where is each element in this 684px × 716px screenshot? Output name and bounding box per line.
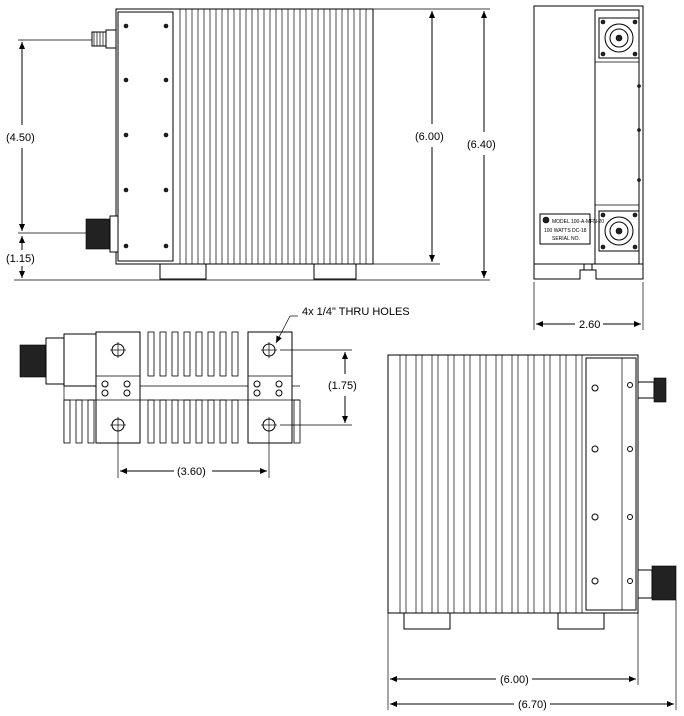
side-feet — [533, 263, 644, 280]
dim-top-body-length: (6.00) — [500, 674, 529, 686]
top-end-plate — [585, 357, 637, 611]
bottom-fins-upper — [147, 331, 239, 377]
top-foot-right — [557, 612, 605, 630]
label-plate: MODEL 100-A-MFN-20 100 WATTS DC-18 SERIA… — [539, 213, 604, 245]
label-plate-line2: 100 WATTS DC-18 — [544, 228, 587, 234]
top-screws — [591, 382, 633, 585]
front-connector-top — [91, 29, 117, 49]
dim-side-width: 2.60 — [579, 319, 600, 331]
dim-front-bottom-offset: (1.15) — [6, 253, 35, 265]
front-connector-bottom — [85, 215, 119, 253]
dim-hole-pitch-y: (1.75) — [328, 380, 357, 392]
bottom-fins-lower — [63, 399, 301, 444]
label-plate-line1: MODEL 100-A-MFN-20 — [552, 219, 604, 225]
bottom-foot-left — [95, 331, 141, 444]
callout-thru-holes: 4x 1/4" THRU HOLES — [302, 306, 410, 318]
label-plate-line3: SERIAL NO. — [552, 236, 580, 242]
front-screws — [123, 23, 169, 249]
side-connector-top — [598, 17, 640, 59]
bottom-foot-right — [247, 331, 293, 444]
front-view: (4.50) (1.15) (6.00) (6.40) — [6, 8, 496, 281]
dim-front-overall-height: (6.40) — [467, 139, 496, 151]
side-connector-bottom — [598, 210, 640, 252]
bottom-view: 4x 1/4" THRU HOLES (1.75) (3.60) — [19, 306, 410, 478]
dim-front-inner-height: (6.00) — [415, 131, 444, 143]
front-fins — [179, 9, 367, 264]
dim-front-connector-spacing: (4.50) — [6, 132, 35, 144]
top-connector-lower — [637, 565, 677, 601]
dim-top-overall-length: (6.70) — [518, 699, 547, 711]
front-foot-right — [313, 263, 357, 280]
top-fins — [399, 355, 583, 613]
bottom-connector — [19, 333, 97, 387]
top-view: (6.00) (6.70) — [387, 354, 677, 711]
top-foot-left — [403, 612, 451, 630]
front-foot-left — [159, 263, 207, 280]
side-view: MODEL 100-A-MFN-20 100 WATTS DC-18 SERIA… — [533, 5, 644, 331]
dim-hole-pitch-x: (3.60) — [177, 466, 206, 478]
top-connector-upper — [637, 377, 667, 403]
